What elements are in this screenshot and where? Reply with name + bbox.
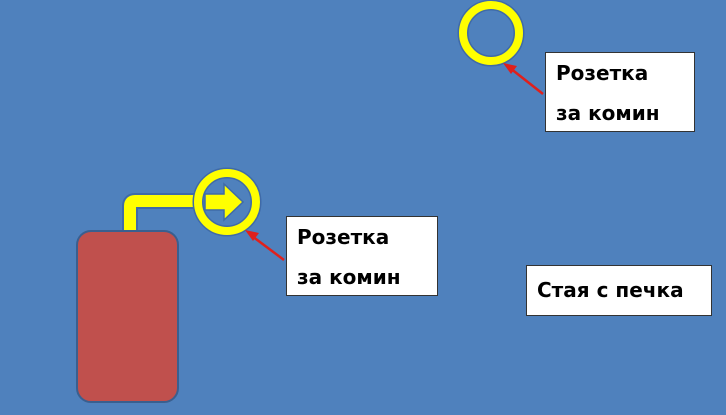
- pointer-arrow-top: [503, 63, 544, 95]
- label-top-line1: Розетка: [556, 61, 649, 85]
- stove-body: [76, 230, 179, 403]
- label-room-with-stove: Стая с печка: [526, 265, 712, 316]
- label-chimney-outlet-middle: Розетка за комин: [286, 216, 438, 296]
- flow-arrow-icon: [204, 182, 245, 222]
- stove-tank-icon: [76, 193, 200, 403]
- label-room-text: Стая с печка: [537, 278, 684, 302]
- label-middle-line1: Розетка: [297, 225, 390, 249]
- label-top-line2: за комин: [556, 101, 660, 125]
- label-chimney-outlet-top: Розетка за комин: [545, 52, 695, 132]
- chimney-outlet-ring-icon: [457, 0, 525, 67]
- label-middle-line2: за комин: [297, 265, 401, 289]
- chimney-outlet-arrow-icon: [192, 167, 262, 237]
- pointer-arrow-middle: [245, 230, 285, 261]
